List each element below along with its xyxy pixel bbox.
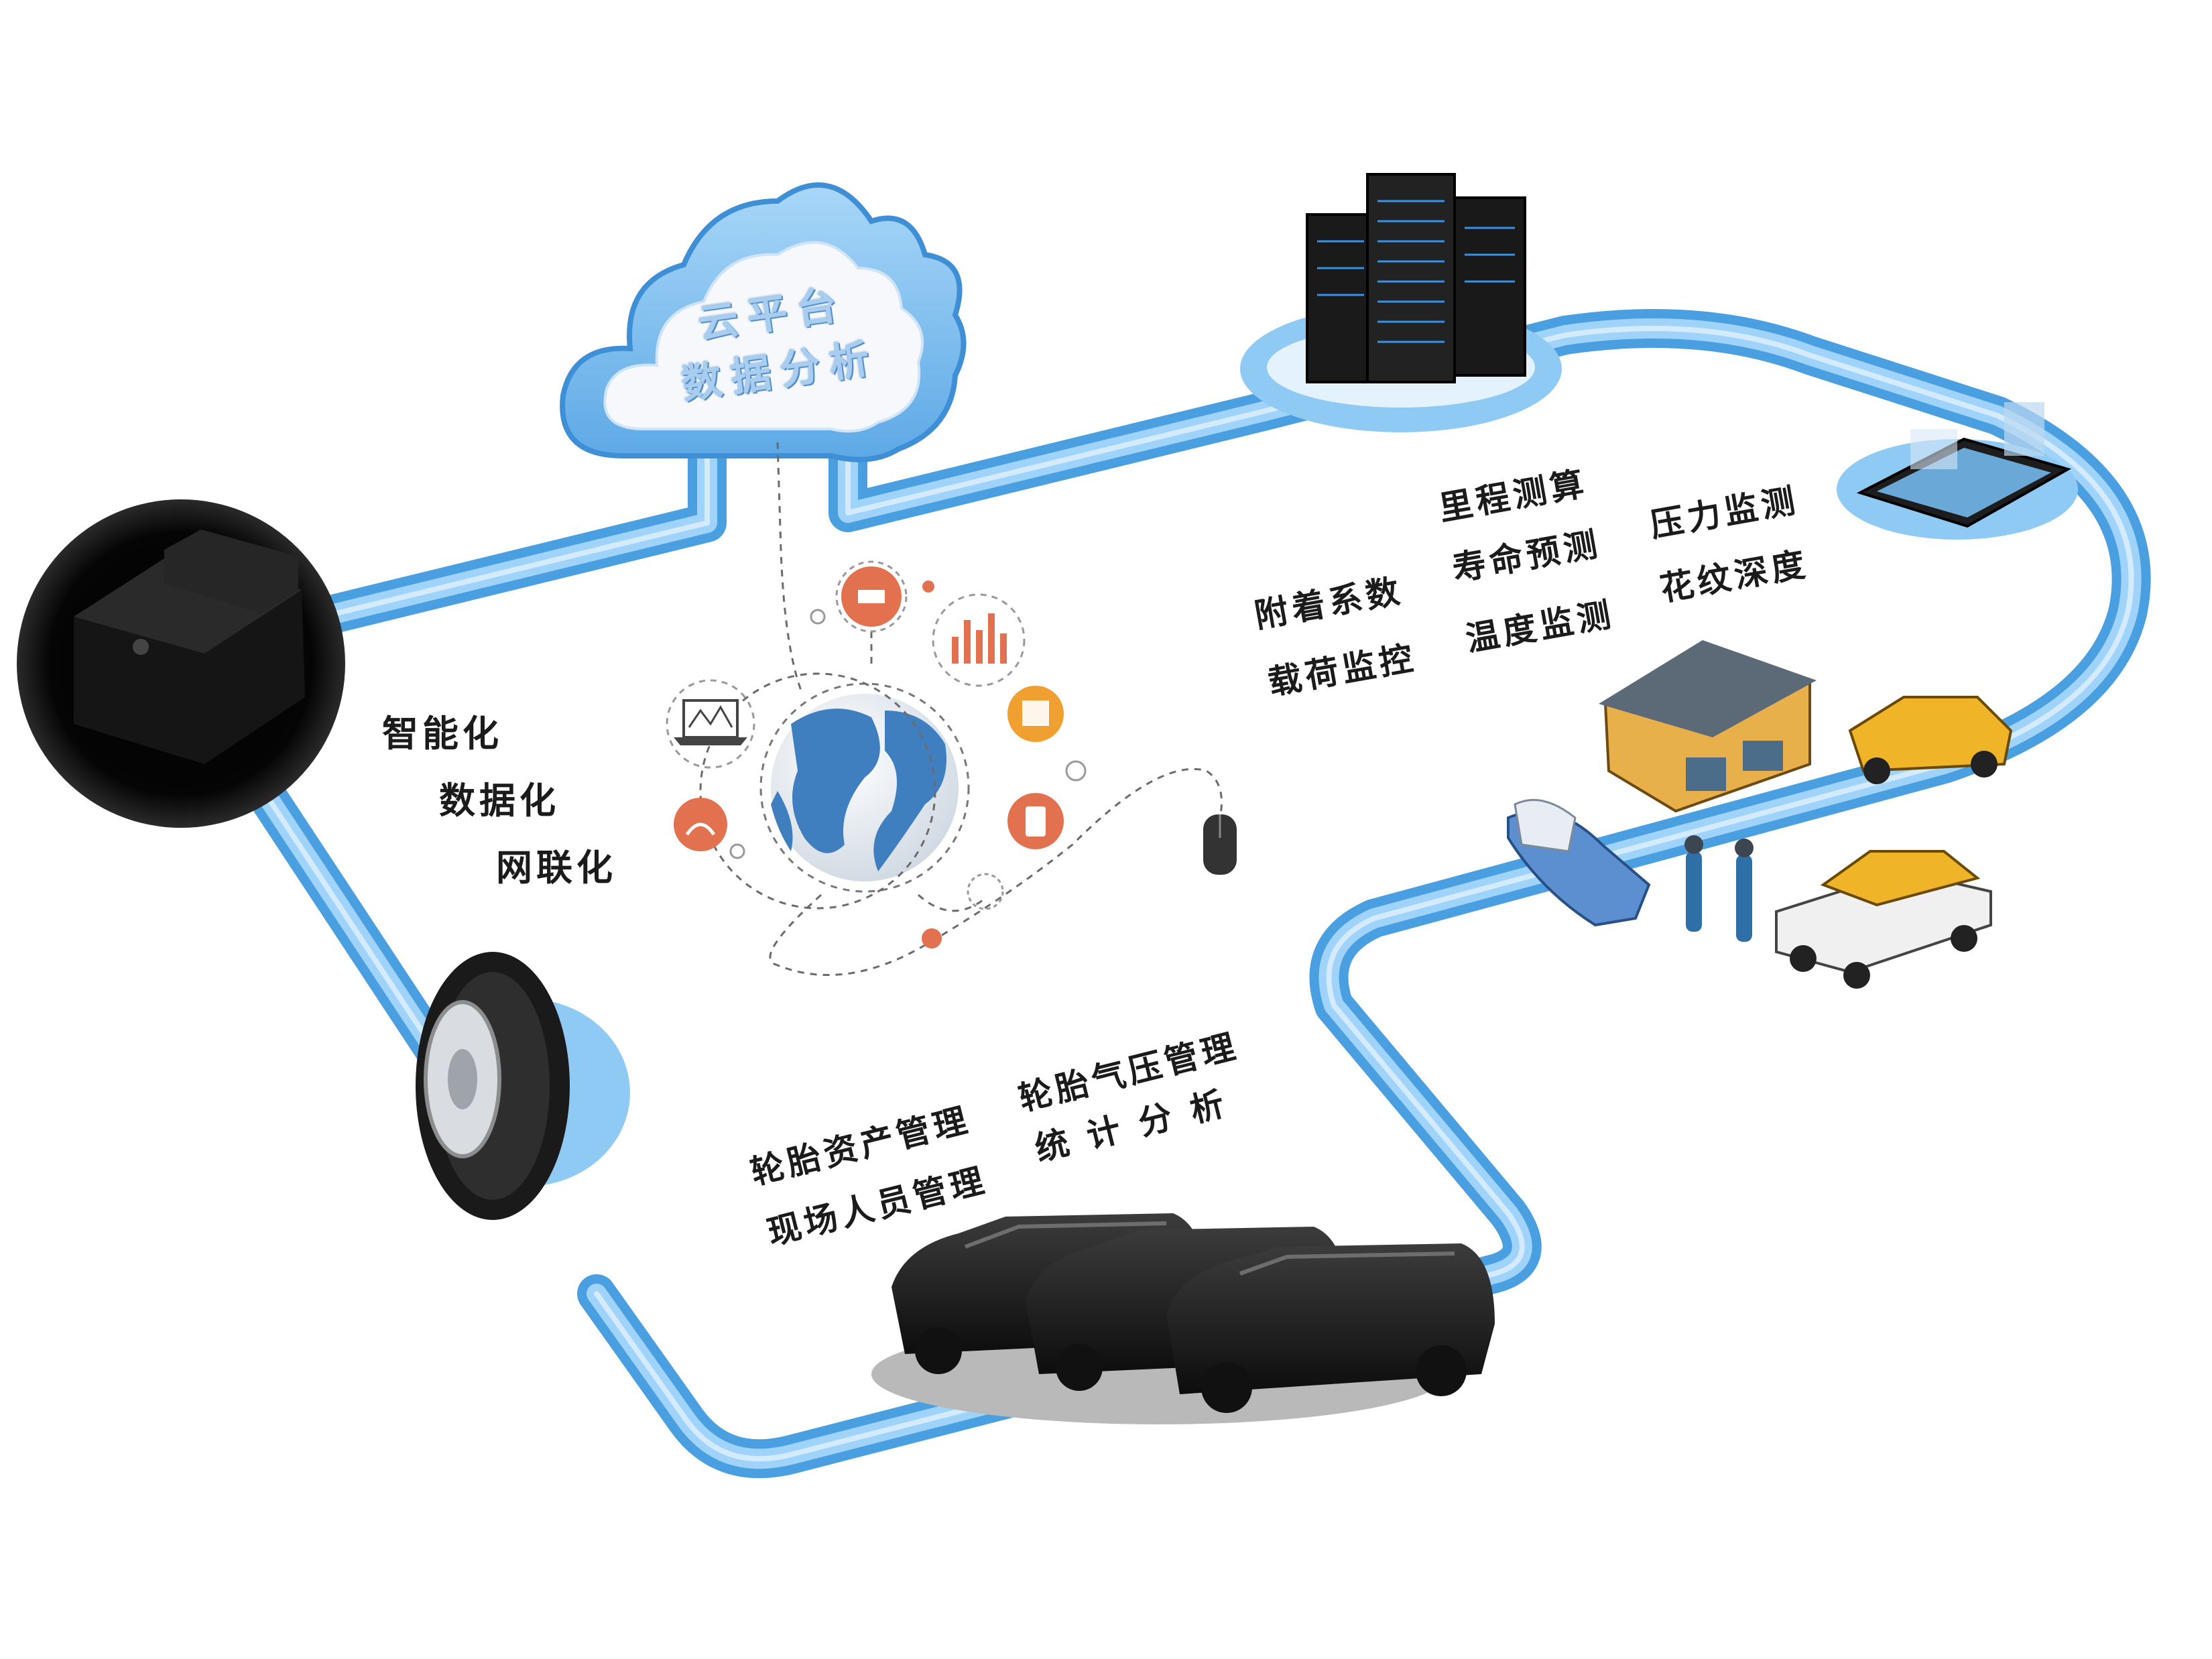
- wifi-icon: [674, 798, 727, 851]
- phone-icon: [1007, 793, 1064, 849]
- tire-sensor-device: [17, 499, 345, 828]
- server-icon: [1240, 173, 1562, 432]
- bar-chart-icon: [932, 593, 1026, 687]
- satellite-icon: [835, 560, 908, 633]
- mouse-icon: [1203, 814, 1237, 875]
- tire-icon: [416, 952, 630, 1220]
- cloud-icon: [560, 182, 967, 463]
- feature-digital: 数据化: [439, 780, 560, 822]
- feature-networked: 网联化: [496, 847, 617, 889]
- smartphone-icon: [1837, 402, 2078, 540]
- decor-dots: [729, 580, 1087, 948]
- repair-shop-icon: [1599, 640, 1817, 813]
- car-icon: [1507, 696, 2013, 927]
- laptop-icon: [666, 679, 755, 769]
- tow-truck-icon: [1775, 850, 1992, 989]
- van-fleet-icon: [871, 1213, 1495, 1424]
- globe-icon: [759, 682, 970, 893]
- connector-lines: [699, 442, 1223, 977]
- database-icon: [1007, 686, 1064, 742]
- feature-intelligent: 智能化: [382, 713, 503, 755]
- worker-icon: [1684, 835, 1754, 942]
